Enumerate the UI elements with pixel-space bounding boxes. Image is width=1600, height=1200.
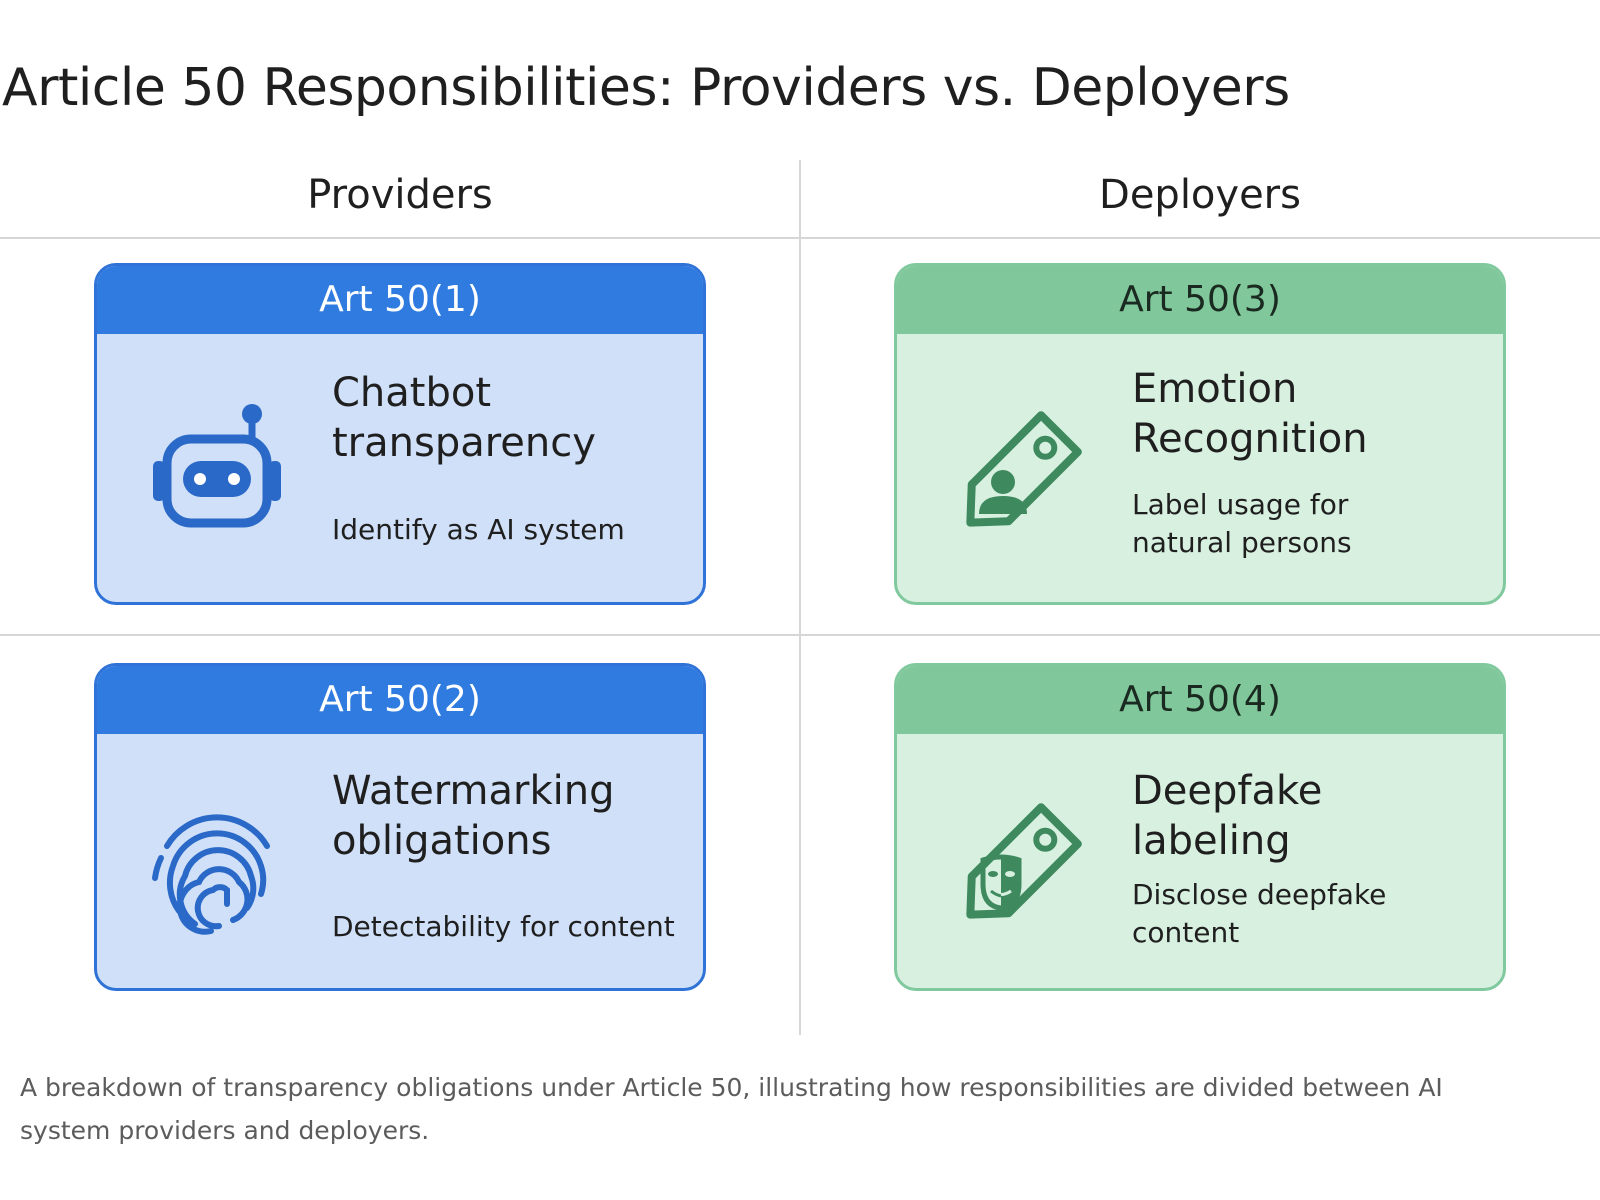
card-title: obligations: [332, 818, 552, 864]
card-heading: Art 50(1): [97, 266, 703, 334]
column-divider: [799, 160, 801, 1035]
robot-icon: [153, 404, 281, 528]
card-heading: Art 50(2): [97, 666, 703, 734]
card-heading: Art 50(3): [897, 266, 1503, 334]
card-description: Disclose deepfake: [1132, 878, 1387, 911]
card-title: Recognition: [1132, 416, 1368, 462]
card-title: Watermarking: [332, 768, 615, 814]
card-description: Identify as AI system: [332, 513, 625, 546]
card-art50-1: Art 50(1) Chatbot transparency Identify …: [94, 263, 706, 605]
card-description: Label usage for: [1132, 488, 1349, 521]
card-description: Detectability for content: [332, 910, 675, 943]
header-divider: [0, 237, 1600, 239]
card-art50-2: Art 50(2) Watermarking obligations Detec…: [94, 663, 706, 991]
page-title: Article 50 Responsibilities: Providers v…: [2, 58, 1290, 118]
card-art50-4: Art 50(4) Deepfake labeling Disclose dee…: [894, 663, 1506, 991]
fingerprint-icon: [152, 814, 270, 935]
card-art50-3: Art 50(3) Emotion Recognition Label usag…: [894, 263, 1506, 605]
card-title: transparency: [332, 420, 596, 466]
card-title: Chatbot: [332, 370, 492, 416]
card-title: labeling: [1132, 818, 1291, 864]
card-title: Emotion: [1132, 366, 1298, 412]
tag-person-icon: [966, 411, 1082, 527]
card-title: Deepfake: [1132, 768, 1323, 814]
column-header-deployers: Deployers: [1099, 172, 1301, 218]
tag-mask-icon: [966, 803, 1082, 919]
card-heading: Art 50(4): [897, 666, 1503, 734]
figure-caption: A breakdown of transparency obligations …: [20, 1073, 1443, 1145]
row-divider: [0, 634, 1600, 636]
card-description: natural persons: [1132, 526, 1352, 559]
column-header-providers: Providers: [307, 172, 493, 218]
card-description: content: [1132, 916, 1240, 949]
